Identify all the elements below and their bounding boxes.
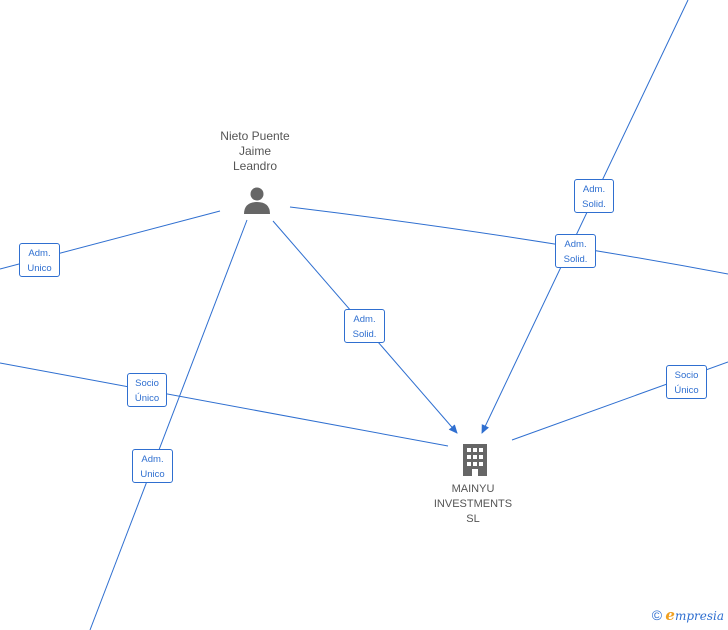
edge-label-socio-unico-left[interactable]: Socio Único bbox=[127, 373, 167, 407]
edge-person-to-bottom bbox=[89, 219, 248, 630]
edge-label-adm-unico-left[interactable]: Adm. Unico bbox=[19, 243, 60, 277]
company-name: MAINYU INVESTMENTS SL bbox=[433, 483, 513, 525]
edge-label-socio-unico-right[interactable]: Socio Único bbox=[666, 365, 707, 399]
edge-label-adm-solid-right[interactable]: Adm. Solid. bbox=[555, 234, 596, 268]
edge-top-right-to-company bbox=[481, 0, 689, 434]
copyright-symbol: © bbox=[651, 607, 663, 623]
building-icon[interactable] bbox=[460, 442, 490, 476]
brand-e: e bbox=[665, 606, 675, 624]
person-icon[interactable] bbox=[242, 185, 272, 215]
edge-label-adm-solid-center[interactable]: Adm. Solid. bbox=[344, 309, 385, 343]
person-name: Nieto Puente Jaime Leandro bbox=[220, 129, 290, 173]
edge-label-adm-solid-top[interactable]: Adm. Solid. bbox=[574, 179, 614, 213]
edge-label-adm-unico-bottom[interactable]: Adm. Unico bbox=[132, 449, 173, 483]
empresia-logo: © empresia bbox=[652, 606, 724, 624]
edge-left-to-company bbox=[0, 362, 449, 447]
edge-person-to-right bbox=[289, 206, 728, 275]
brand-rest: mpresia bbox=[674, 609, 724, 623]
